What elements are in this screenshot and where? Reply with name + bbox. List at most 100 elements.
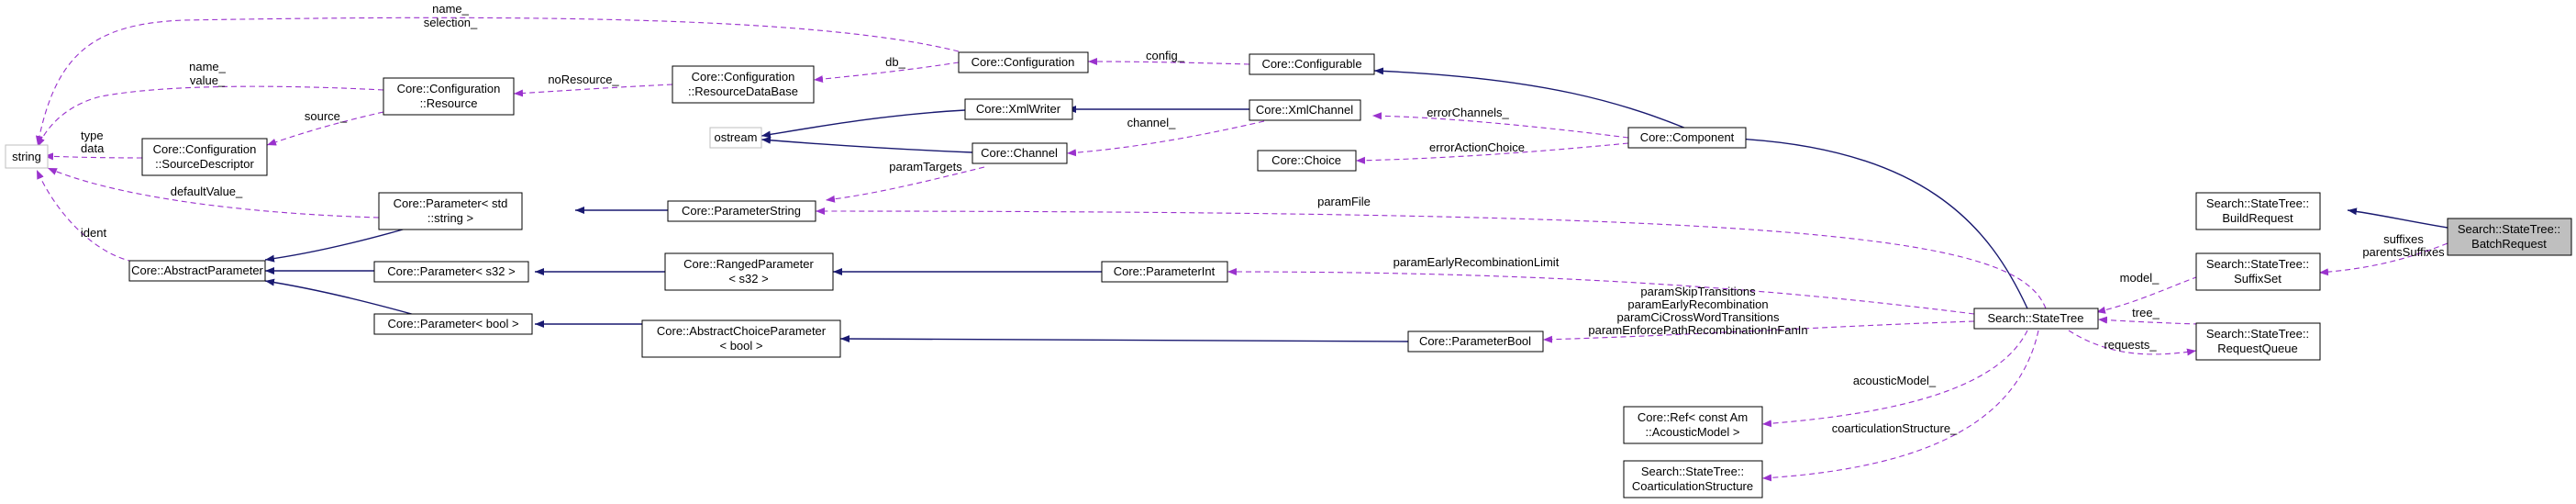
node-config-source-descriptor[interactable]: Core::Configuration ::SourceDescriptor bbox=[141, 138, 268, 176]
edge-label-no-resource: noResource_ bbox=[548, 73, 619, 86]
node-parameter-s32-label: Core::Parameter< s32 > bbox=[387, 264, 515, 278]
edge-label-model: model_ bbox=[2120, 271, 2160, 285]
edge-label-name-selection-2: selection_ bbox=[424, 16, 478, 29]
node-parameter-int-label: Core::ParameterInt bbox=[1114, 264, 1216, 278]
node-parameter-bool[interactable]: Core::Parameter< bool > bbox=[373, 313, 533, 335]
inheritance-edges bbox=[264, 67, 2448, 343]
node-ref-acoustic-model-line1: Core::Ref< const Am bbox=[1638, 410, 1748, 424]
edge-label-param-targets: paramTargets bbox=[889, 160, 962, 174]
node-parameter-string[interactable]: Core::ParameterString bbox=[667, 200, 816, 222]
node-abstract-parameter-label: Core::AbstractParameter bbox=[131, 263, 263, 277]
node-configuration-label: Core::Configuration bbox=[972, 55, 1075, 69]
node-coarticulation-structure[interactable]: Search::StateTree:: CoarticulationStruct… bbox=[1623, 460, 1763, 498]
edge-statetree-paramint bbox=[1227, 268, 1975, 315]
node-component[interactable]: Core::Component bbox=[1627, 127, 1747, 149]
node-config-resource[interactable]: Core::Configuration ::Resource bbox=[383, 77, 515, 116]
edge-labels: name_ selection_ name_ value_ source_ ty… bbox=[81, 2, 2445, 435]
node-suffix-set-line2: SuffixSet bbox=[2234, 272, 2282, 286]
node-ref-acoustic-model[interactable]: Core::Ref< const Am ::AcousticModel > bbox=[1623, 406, 1763, 444]
edge-buildrequest-batchrequest bbox=[2347, 207, 2448, 229]
node-choice-label: Core::Choice bbox=[1271, 153, 1341, 167]
edge-parambool-abstractparam bbox=[264, 278, 432, 320]
node-xml-channel[interactable]: Core::XmlChannel bbox=[1249, 99, 1361, 121]
edge-label-bool-params-1: paramSkipTransitions bbox=[1640, 285, 1756, 298]
edge-label-config: config_ bbox=[1146, 49, 1185, 62]
node-abstract-choice-parameter-line2: < bool > bbox=[720, 339, 763, 353]
node-request-queue[interactable]: Search::StateTree:: RequestQueue bbox=[2195, 322, 2321, 361]
node-xml-writer[interactable]: Core::XmlWriter bbox=[964, 98, 1073, 120]
node-ref-acoustic-model-line2: ::AcousticModel > bbox=[1646, 425, 1740, 439]
edge-label-error-channels: errorChannels_ bbox=[1427, 106, 1509, 119]
edge-label-requests: requests_ bbox=[2104, 338, 2157, 352]
edge-resourcedb-resource bbox=[513, 84, 673, 97]
node-ranged-parameter-line1: Core::RangedParameter bbox=[683, 257, 814, 271]
edge-statetree-parambool bbox=[1542, 320, 1975, 343]
edge-label-channel: channel_ bbox=[1127, 116, 1177, 129]
node-abstract-choice-parameter[interactable]: Core::AbstractChoiceParameter < bool > bbox=[641, 319, 841, 358]
node-abstract-parameter[interactable]: Core::AbstractParameter bbox=[128, 260, 266, 282]
node-batch-request-line1: Search::StateTree:: bbox=[2458, 222, 2560, 236]
edge-label-type-data-1: type bbox=[81, 129, 104, 142]
edge-label-name-value-1: name_ bbox=[189, 60, 227, 73]
node-parameter-std-string[interactable]: Core::Parameter< std ::string > bbox=[378, 192, 523, 230]
node-ostream[interactable]: ostream bbox=[709, 127, 762, 149]
node-parameter-bool-class-label: Core::ParameterBool bbox=[1419, 334, 1531, 348]
node-suffix-set-line1: Search::StateTree:: bbox=[2206, 257, 2309, 271]
edge-channel-xmlchannel bbox=[1066, 120, 1265, 157]
node-batch-request-line2: BatchRequest bbox=[2471, 237, 2547, 251]
node-parameter-s32[interactable]: Core::Parameter< s32 > bbox=[373, 261, 529, 283]
node-parameter-int[interactable]: Core::ParameterInt bbox=[1101, 261, 1228, 283]
edge-component-statetree bbox=[1711, 134, 2028, 309]
edge-abstractparam-string bbox=[36, 169, 134, 263]
node-state-tree[interactable]: Search::StateTree bbox=[1973, 308, 2099, 330]
edge-label-ident: ident bbox=[81, 226, 107, 240]
node-batch-request[interactable]: Search::StateTree:: BatchRequest bbox=[2447, 218, 2572, 256]
node-channel-label: Core::Channel bbox=[981, 146, 1058, 160]
edge-statetree-paramstring bbox=[815, 207, 2047, 309]
edge-paramboolclass-abstractchoice bbox=[839, 335, 1409, 343]
edge-label-type-data-2: data bbox=[81, 141, 105, 155]
node-choice[interactable]: Core::Choice bbox=[1257, 150, 1357, 172]
node-abstract-choice-parameter-line1: Core::AbstractChoiceParameter bbox=[657, 324, 827, 338]
node-parameter-std-string-line1: Core::Parameter< std bbox=[394, 196, 508, 210]
edge-resource-sourcedescriptor bbox=[266, 111, 384, 146]
edge-label-bool-params-2: paramEarlyRecombination bbox=[1627, 297, 1768, 311]
edge-label-name-value-2: value_ bbox=[190, 73, 226, 87]
node-request-queue-line1: Search::StateTree:: bbox=[2206, 327, 2309, 341]
node-channel[interactable]: Core::Channel bbox=[972, 142, 1068, 164]
node-component-label: Core::Component bbox=[1640, 130, 1735, 144]
node-request-queue-line2: RequestQueue bbox=[2217, 342, 2297, 355]
node-build-request[interactable]: Search::StateTree:: BuildRequest bbox=[2195, 192, 2321, 230]
node-build-request-line2: BuildRequest bbox=[2222, 211, 2293, 225]
edge-label-acoustic-model: acousticModel_ bbox=[1853, 374, 1937, 387]
edge-statetree-coart bbox=[1761, 330, 2039, 482]
edge-label-source: source_ bbox=[305, 109, 348, 123]
node-config-resource-database[interactable]: Core::Configuration ::ResourceDataBase bbox=[672, 65, 815, 104]
node-config-resource-line1: Core::Configuration bbox=[397, 82, 501, 95]
edge-sourcedescriptor-string bbox=[43, 152, 143, 161]
node-configurable[interactable]: Core::Configurable bbox=[1249, 53, 1375, 75]
node-string[interactable]: string bbox=[5, 144, 49, 169]
node-config-resource-database-line2: ::ResourceDataBase bbox=[688, 84, 798, 98]
node-ostream-label: ostream bbox=[715, 130, 758, 144]
node-parameter-bool-class[interactable]: Core::ParameterBool bbox=[1407, 330, 1544, 353]
edge-paramstdstring-string bbox=[47, 167, 380, 218]
node-config-resource-line2: ::Resource bbox=[420, 96, 478, 110]
edge-statetree-refacoustic bbox=[1761, 330, 2028, 428]
edge-requestqueue-statetree bbox=[2097, 316, 2200, 325]
node-configuration[interactable]: Core::Configuration bbox=[958, 51, 1089, 73]
node-config-resource-database-line1: Core::Configuration bbox=[692, 70, 795, 84]
node-config-source-descriptor-line1: Core::Configuration bbox=[153, 142, 257, 156]
node-ranged-parameter[interactable]: Core::RangedParameter < s32 > bbox=[664, 252, 834, 291]
usage-edges bbox=[35, 17, 2448, 482]
node-coarticulation-structure-line2: CoarticulationStructure bbox=[1632, 479, 1753, 493]
node-coarticulation-structure-line1: Search::StateTree:: bbox=[1641, 465, 1744, 478]
edge-ostream-channel bbox=[761, 136, 973, 153]
edge-configurable-component bbox=[1373, 67, 1709, 139]
edge-batchrequest-suffixset bbox=[2318, 242, 2448, 276]
edge-component-choice bbox=[1355, 142, 1629, 164]
node-string-label: string bbox=[12, 150, 41, 163]
edge-label-suffixes-1: suffixes bbox=[2383, 232, 2424, 246]
node-suffix-set[interactable]: Search::StateTree:: SuffixSet bbox=[2195, 252, 2321, 291]
